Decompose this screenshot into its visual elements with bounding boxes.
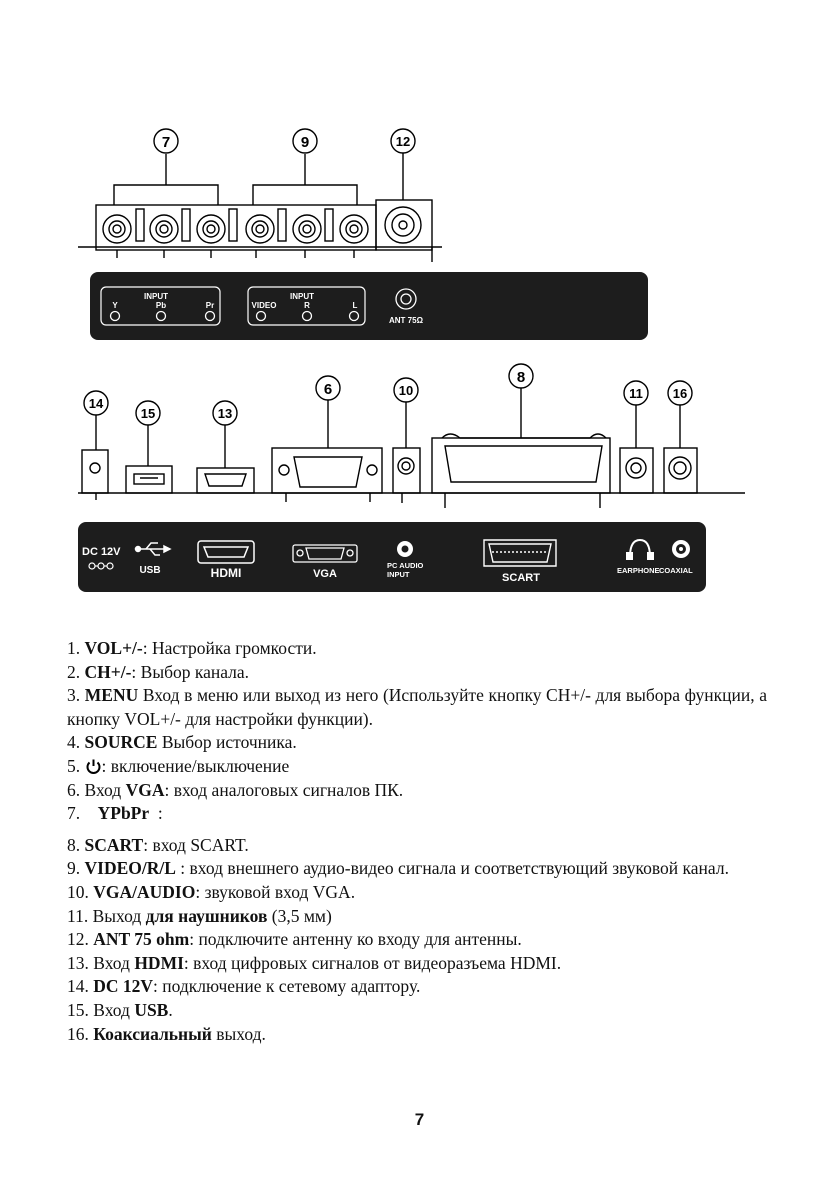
label-pc-audio-2: INPUT: [387, 570, 410, 579]
page-number: 7: [414, 1110, 425, 1129]
callout-7-label: 7: [162, 134, 170, 151]
label-ant: ANT 75Ω: [389, 316, 424, 325]
input1-title: INPUT: [144, 292, 168, 301]
callout-16: 16: [667, 380, 693, 406]
callout-13: 13: [212, 400, 238, 426]
connector-diagram: 7 9 12 INPUT Y Pb Pr INPUT VIDEO R L ANT…: [78, 128, 745, 592]
list-item: 12. ANT 75 ohm: подключите антенну ко вх…: [67, 929, 522, 950]
list-item: 4. SOURCE Выбор источника.: [67, 732, 297, 753]
callout-15: 15: [135, 400, 161, 426]
callout-8: 8: [508, 363, 534, 389]
label-y: Y: [112, 301, 118, 310]
label-hdmi: HDMI: [211, 566, 242, 580]
callout-11: 11: [623, 380, 649, 406]
label-video: VIDEO: [252, 301, 277, 310]
scart-port-icon: [483, 539, 557, 567]
usb-icon: [134, 542, 172, 556]
list-item: 14. DC 12V: подключение к сетевому адапт…: [67, 976, 421, 997]
rca-jack-pr-side: [196, 214, 226, 244]
callout-6-label: 6: [324, 381, 332, 398]
label-pr: Pr: [206, 301, 214, 310]
label-scart: SCART: [502, 572, 540, 584]
list-item: 11. Выход для наушников (3,5 мм): [67, 905, 332, 926]
callout-9-label: 9: [301, 134, 309, 151]
label-pb: Pb: [156, 301, 166, 310]
label-vga: VGA: [313, 568, 337, 580]
list-item: 6. Вход VGA: вход аналоговых сигналов ПК…: [67, 779, 404, 800]
top-label-panel: INPUT Y Pb Pr INPUT VIDEO R L ANT 75Ω: [90, 272, 648, 340]
list-item: 15. Вход USB.: [67, 999, 173, 1020]
list-item: 8. SCART: вход SCART.: [67, 834, 249, 855]
list-item: 10. VGA/AUDIO: звуковой вход VGA.: [67, 881, 356, 902]
label-l: L: [353, 301, 358, 310]
callout-11-label: 11: [629, 386, 643, 401]
label-pc-audio-1: PC AUDIO: [387, 561, 424, 570]
dc-polarity-icon: [88, 562, 114, 570]
callout-10-label: 10: [399, 383, 413, 398]
label-coaxial: COAXIAL: [659, 566, 693, 575]
list-item: 2. CH+/-: Выбор канала.: [67, 661, 250, 682]
hdmi-port-icon: [197, 540, 255, 564]
callout-15-label: 15: [141, 406, 155, 421]
callout-13-label: 13: [218, 406, 232, 421]
bottom-label-panel: DC 12V USB HDMI VGA PC AUDIO INPUT: [78, 522, 706, 592]
vga-port-icon: [292, 544, 358, 563]
callout-8-label: 8: [517, 369, 525, 386]
rca-jack-l-side: [339, 214, 369, 244]
callout-7: 7: [153, 128, 179, 154]
callout-10: 10: [393, 377, 419, 403]
callout-14: 14: [83, 390, 109, 416]
coaxial-jack-icon: [672, 540, 690, 558]
bottom-jacks-drawing: [78, 388, 745, 508]
label-usb: USB: [139, 565, 160, 576]
callout-6: 6: [315, 375, 341, 401]
power-icon: [86, 759, 100, 774]
list-item: 5. : включение/выключение: [67, 755, 290, 776]
list-item: 9. VIDEO/R/L : вход внешнего аудио-видео…: [67, 858, 729, 879]
headphone-icon: [626, 538, 654, 560]
label-r: R: [304, 301, 310, 310]
input2-title: INPUT: [290, 292, 314, 301]
rca-jack-video-side: [245, 214, 275, 244]
top-jacks-drawing: [78, 152, 442, 262]
label-earphone: EARPHONE: [617, 566, 660, 575]
list-item: 13. Вход HDMI: вход цифровых сигналов от…: [67, 952, 562, 973]
pc-audio-jack-icon: [397, 541, 413, 557]
list-item: 16. Коаксиальный выход.: [67, 1023, 266, 1044]
callout-12-label: 12: [396, 134, 410, 149]
callout-16-label: 16: [673, 386, 687, 401]
callout-14-label: 14: [89, 396, 104, 411]
rca-jack-pb-side: [149, 214, 179, 244]
connector-descriptions: 1. VOL+/-: Настройка громкости. 2. CH+/-…: [67, 637, 767, 1046]
callout-12: 12: [390, 128, 416, 154]
rca-jack-y-side: [102, 214, 132, 244]
list-item: 3. MENU Вход в меню или выход из него (И…: [67, 685, 768, 729]
list-item: 1. VOL+/-: Настройка громкости.: [67, 638, 317, 658]
callout-9: 9: [292, 128, 318, 154]
label-dc: DC 12V: [82, 546, 121, 558]
rca-jack-r-side: [292, 214, 322, 244]
list-item: 7. YPbPr :: [67, 803, 163, 824]
